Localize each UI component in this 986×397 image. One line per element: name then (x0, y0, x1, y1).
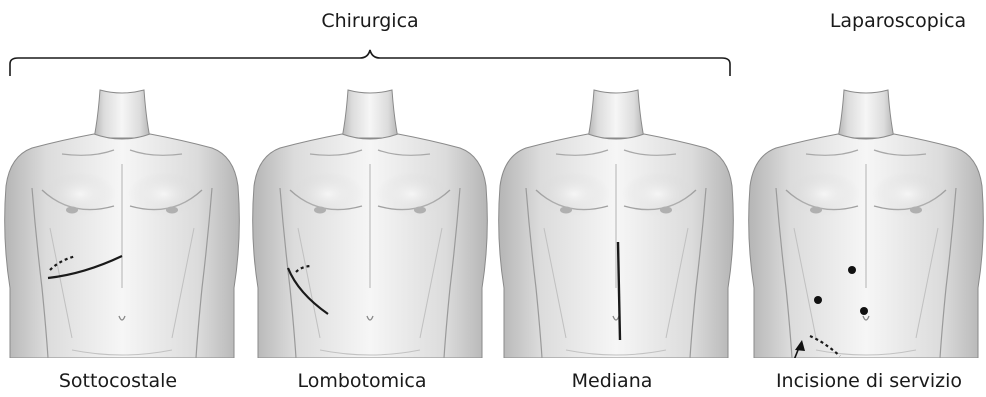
caption-incisione-di-servizio: Incisione di servizio (776, 370, 962, 392)
trocar-port-left (814, 296, 822, 304)
trocar-port-lower (860, 307, 868, 315)
caption-sottocostale: Sottocostale (59, 370, 177, 392)
torso-midline-figure (496, 88, 736, 358)
trocar-port-upper (848, 266, 856, 274)
caption-mediana: Mediana (572, 370, 653, 392)
torso-subcostal-figure (2, 88, 242, 358)
surgical-group-bracket (0, 0, 986, 90)
torso-laparoscopic-figure (746, 88, 986, 358)
torso-lumbotomy-figure (250, 88, 490, 358)
caption-lombotomica: Lombotomica (297, 370, 426, 392)
